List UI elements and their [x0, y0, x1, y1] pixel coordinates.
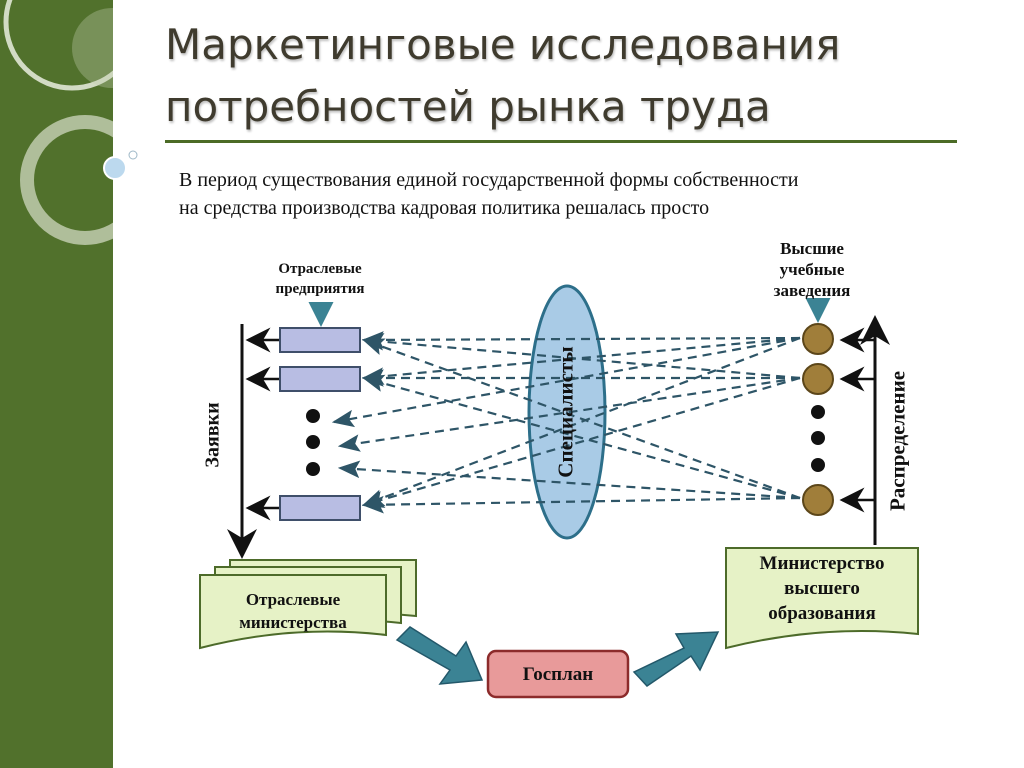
enterprise-box — [279, 366, 361, 392]
slide-title-line1: Маркетинговые исследования — [165, 20, 841, 69]
university-ellipsis-dots — [811, 405, 825, 472]
university-circle — [802, 323, 834, 355]
intro-text: В период существования единой государств… — [179, 166, 999, 222]
higher-ed-ministry-line1: Министерство — [759, 553, 885, 574]
dashed-flow-arrows — [331, 331, 801, 514]
decorative-rings — [3, 0, 113, 245]
enterprises-label: Отраслевые предприятия — [240, 259, 400, 299]
universities-label: Высшие учебные заведения — [742, 238, 882, 301]
ministries-label-line2: министерства — [239, 613, 347, 632]
universities-label-line2: учебные — [779, 260, 845, 279]
ministries-label: Отраслевые министерства — [200, 588, 386, 634]
decorative-bubbles — [103, 150, 138, 180]
universities-label-line3: заведения — [773, 281, 851, 300]
ministries-label-line1: Отраслевые — [245, 590, 341, 609]
slide-title: Маркетинговые исследования потребностей … — [165, 14, 985, 138]
university-circle — [802, 363, 834, 395]
enterprises-label-line1: Отраслевые — [278, 261, 362, 277]
gosplan-box — [486, 649, 630, 699]
universities-label-line1: Высшие — [780, 239, 844, 258]
flow-arrow-from-gosplan — [632, 631, 720, 687]
enterprise-box — [279, 495, 361, 521]
enterprise-box — [279, 327, 361, 353]
enterprises-label-line2: предприятия — [275, 281, 365, 297]
intro-line2: на средства производства кадровая полити… — [179, 197, 710, 219]
higher-ed-ministry-line2: высшего — [784, 578, 860, 599]
specialists-label: Специалисты — [553, 346, 578, 478]
ministries-document-stack — [199, 559, 417, 650]
higher-ed-ministry-line3: образования — [768, 603, 876, 624]
flow-arrow-to-gosplan — [395, 626, 484, 685]
decorative-sidebar — [0, 0, 113, 768]
slide-title-line2: потребностей рынка труда — [165, 82, 771, 131]
university-circle — [802, 484, 834, 516]
gosplan-label: Госплан — [522, 664, 594, 685]
intro-line1: В период существования единой государств… — [179, 169, 799, 191]
higher-ed-ministry-document — [725, 547, 919, 650]
higher-ed-ministry-label: Министерство высшего образования — [726, 551, 918, 626]
title-divider — [165, 140, 957, 143]
requests-label: Заявки — [201, 402, 224, 468]
distribution-label: Распределение — [885, 370, 910, 512]
enterprise-ellipsis-dots — [306, 409, 320, 476]
specialists-ellipse — [527, 284, 607, 540]
